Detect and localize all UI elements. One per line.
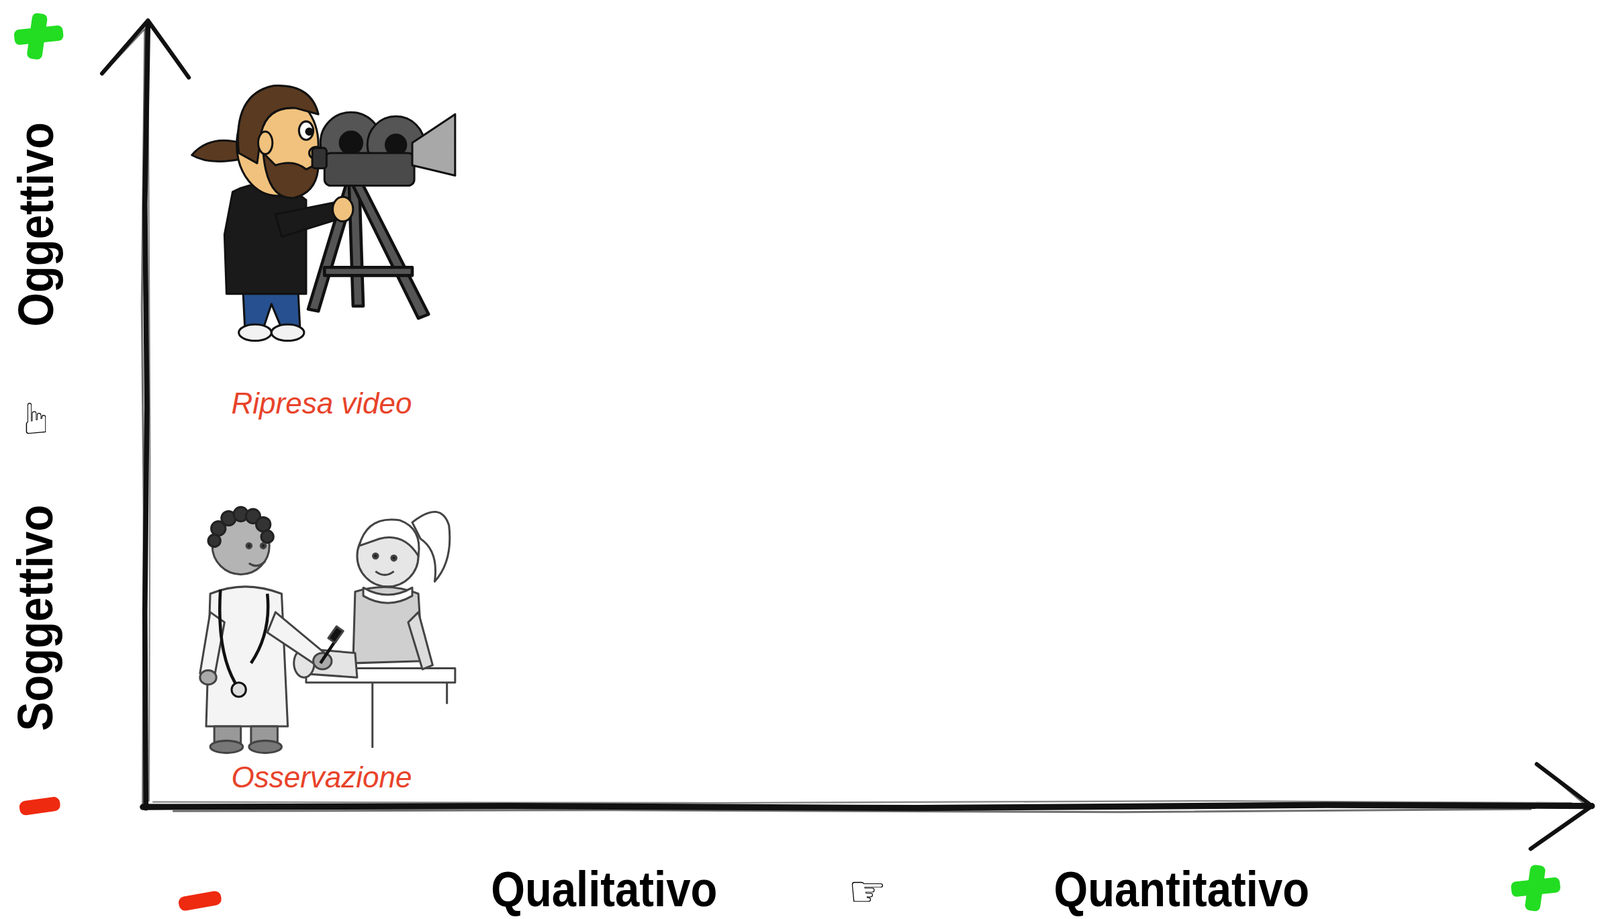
axis-label: Quantitativo (1054, 864, 1310, 915)
illustration-caption: Osservazione (230, 762, 412, 793)
arrow-head (102, 20, 189, 78)
plus-sign (1510, 864, 1562, 912)
axis-label: Soggettivo (10, 504, 62, 731)
cameraman-illustration (192, 85, 456, 341)
drawing (13, 12, 1592, 913)
axis-texture (141, 30, 146, 807)
vertical-axis (145, 22, 149, 808)
minus-sign (18, 796, 62, 817)
axis-label: Qualitativo (490, 864, 718, 915)
pointer-symbol: ☞ (14, 398, 58, 438)
axis-label: Oggettivo (10, 122, 62, 327)
plus-sign (13, 12, 64, 61)
axis-texture (153, 801, 1572, 804)
axis-texture (147, 61, 150, 802)
axes (102, 20, 1592, 849)
horizontal-axis (143, 805, 1592, 809)
doctor-child-illustration (200, 506, 456, 753)
axis-texture (105, 24, 186, 74)
axis-texture (1534, 767, 1588, 846)
minus-sign (177, 890, 223, 912)
arrow-head (1530, 764, 1592, 849)
illustration-caption: Ripresa video (230, 388, 412, 419)
axis-texture (173, 809, 1531, 813)
pointer-symbol: ☞ (848, 870, 887, 914)
